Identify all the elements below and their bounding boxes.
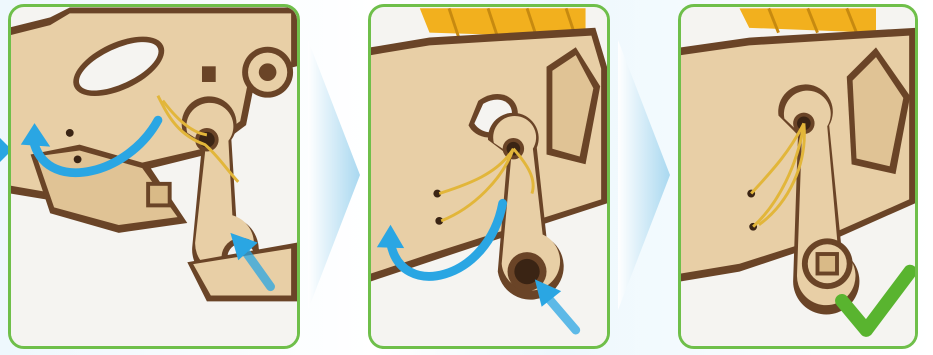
step-2-panel	[368, 4, 610, 349]
step-2-illustration	[371, 7, 607, 346]
chevron-right-icon	[300, 0, 368, 355]
step-3-illustration	[681, 7, 915, 346]
chevron-right-icon	[610, 0, 678, 355]
step-1-panel	[8, 4, 300, 349]
step-3-panel	[678, 4, 918, 349]
step-1-illustration	[11, 7, 297, 346]
